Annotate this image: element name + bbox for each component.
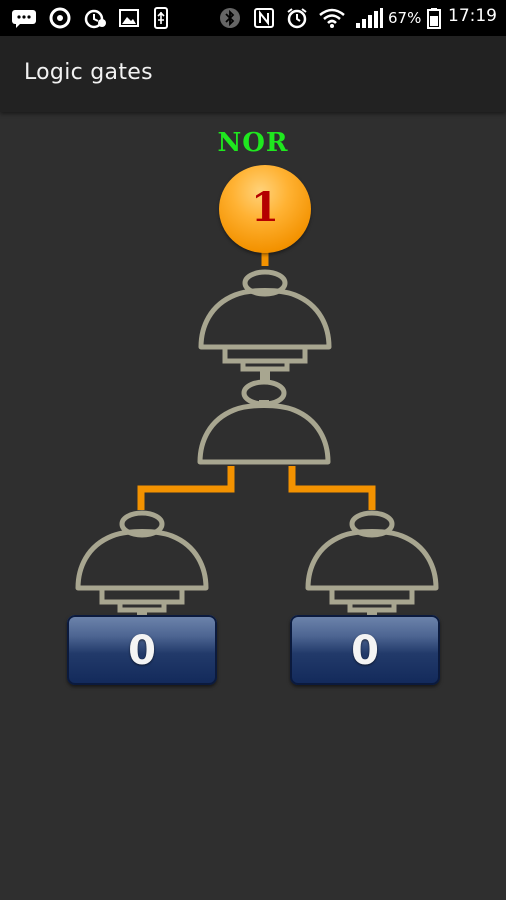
app-title: Logic gates	[24, 60, 153, 85]
bluetooth-icon	[220, 8, 240, 28]
action-bar: Logic gates	[0, 36, 506, 112]
usb-notification-icon	[154, 7, 168, 29]
or-gate	[197, 379, 331, 465]
output-gate	[201, 272, 329, 381]
alarm-icon	[287, 8, 307, 29]
clock: 17:19	[448, 6, 497, 26]
wifi-icon	[319, 8, 345, 28]
nfc-icon	[254, 8, 274, 28]
right-input-button[interactable]: 0	[290, 615, 440, 685]
output-indicator: 1	[219, 165, 311, 253]
wire-left-input	[137, 466, 235, 510]
battery-percentage: 67%	[388, 9, 422, 27]
message-notification-icon	[12, 10, 36, 28]
right-input-gate	[308, 513, 436, 622]
gate-name-label: NOR	[217, 128, 289, 158]
alarm-sync-notification-icon	[84, 9, 106, 29]
status-bar: 67% 17:19	[0, 0, 506, 36]
sync-notification-icon	[49, 7, 71, 29]
wire-right-input	[288, 466, 376, 510]
battery-icon	[427, 8, 441, 29]
left-input-button[interactable]: 0	[67, 615, 217, 685]
wires	[137, 252, 376, 510]
signal-strength-icon	[356, 8, 383, 28]
left-input-gate	[78, 513, 206, 622]
image-notification-icon	[119, 9, 139, 27]
